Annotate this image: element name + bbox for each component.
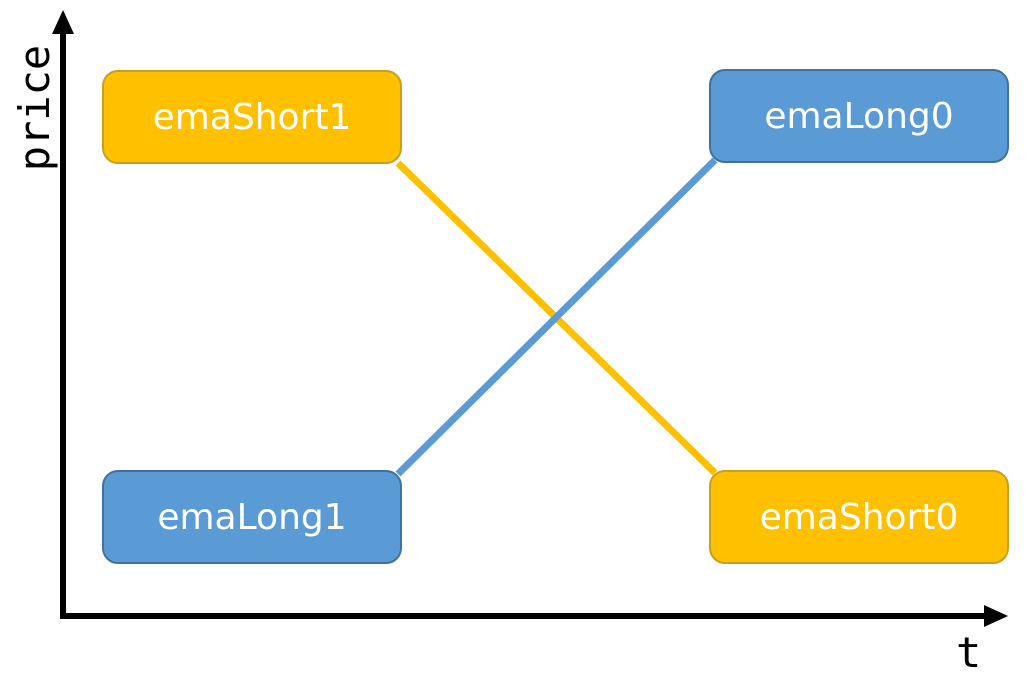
ema-short-1-label: emaShort1 (152, 96, 352, 138)
ema-short-1-node: emaShort1 (102, 70, 402, 164)
ema-long-0-node: emaLong0 (709, 69, 1009, 163)
x-axis-label: t (956, 628, 982, 677)
long-connector-line (395, 157, 718, 477)
y-axis-label: price (10, 44, 59, 172)
ema-long-1-node: emaLong1 (102, 470, 402, 564)
ema-short-0-node: emaShort0 (709, 470, 1009, 564)
ema-short-0-label: emaShort0 (759, 496, 959, 538)
y-axis-arrowhead (52, 10, 74, 34)
x-axis-arrowhead (984, 605, 1008, 627)
ema-long-0-label: emaLong0 (764, 95, 954, 137)
ema-long-1-label: emaLong1 (157, 496, 347, 538)
